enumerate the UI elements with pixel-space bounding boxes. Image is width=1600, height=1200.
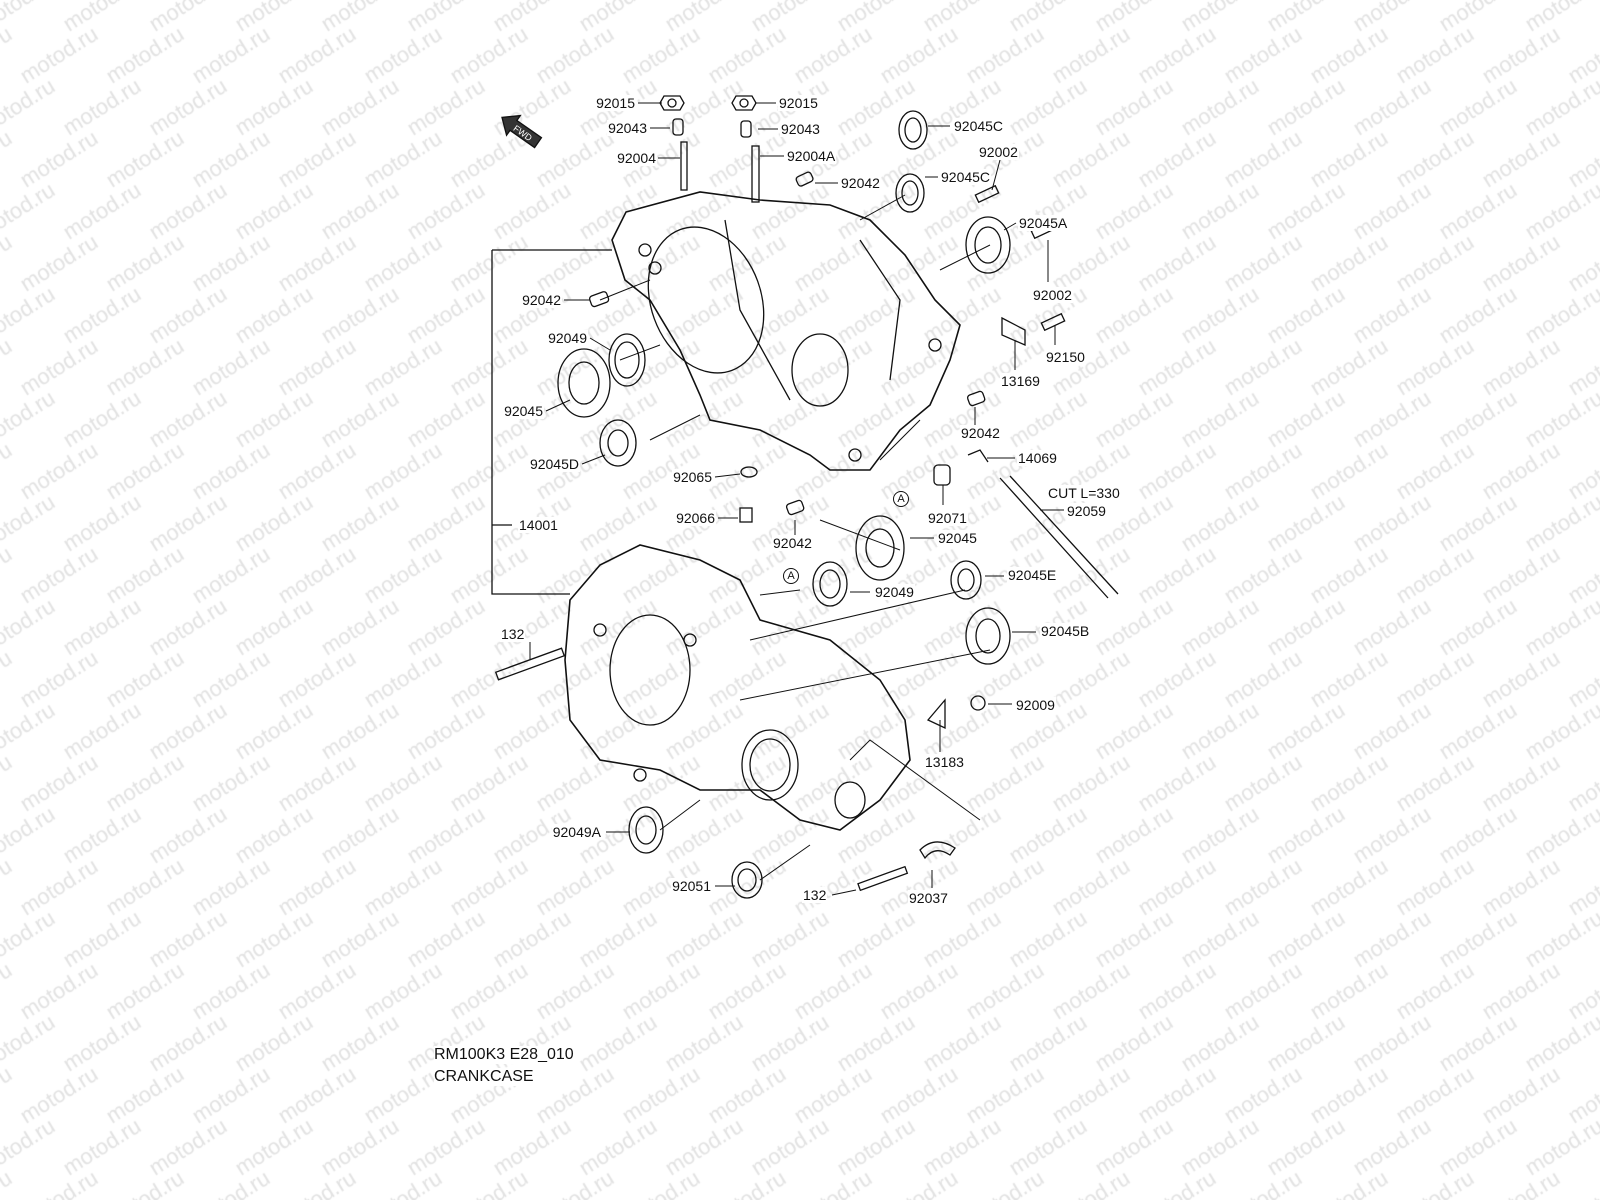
assembly-bracket-14001 <box>491 249 612 595</box>
callout-92042[interactable]: 92042 <box>772 535 813 551</box>
callout-92015[interactable]: 92015 <box>778 95 819 111</box>
bearing-92045B <box>965 607 1011 665</box>
callout-92071[interactable]: 92071 <box>927 510 968 526</box>
bearing-92045-right <box>855 515 905 581</box>
callout-92065[interactable]: 92065 <box>672 469 713 485</box>
oil-seal-92049 <box>608 333 646 387</box>
upper-crankcase-half <box>611 191 961 471</box>
bearing-92045E <box>950 560 982 600</box>
callout-92043[interactable]: 92043 <box>607 120 648 136</box>
diagram-code: RM100K3 E28_010 <box>434 1046 574 1064</box>
callout-13169[interactable]: 13169 <box>1000 373 1041 389</box>
callout-13183[interactable]: 13183 <box>924 754 965 770</box>
callout-132[interactable]: 132 <box>500 626 526 642</box>
callout-92045c[interactable]: 92045C <box>953 118 1005 134</box>
fwd-arrow-icon: FWD <box>501 114 543 149</box>
oil-seal-92051 <box>731 861 763 899</box>
reference-mark-a: A <box>783 568 799 584</box>
callout-92045a[interactable]: 92045A <box>1018 215 1069 231</box>
callout-14069[interactable]: 14069 <box>1017 450 1058 466</box>
callout-14001[interactable]: 14001 <box>518 517 559 533</box>
cut-length-note: CUT L=330 <box>1047 485 1121 501</box>
bearing-92045C <box>895 173 925 213</box>
diagram-title: CRANKCASE <box>434 1068 534 1086</box>
bearing-92045-left <box>557 348 611 418</box>
callout-92049[interactable]: 92049 <box>547 330 588 346</box>
callout-92045[interactable]: 92045 <box>937 530 978 546</box>
bearing-92045C-top <box>898 110 928 150</box>
callout-92042[interactable]: 92042 <box>521 292 562 308</box>
callout-92015[interactable]: 92015 <box>595 95 636 111</box>
bearing-92045D <box>599 419 637 467</box>
callout-92045b[interactable]: 92045B <box>1040 623 1091 639</box>
callout-92045e[interactable]: 92045E <box>1007 567 1058 583</box>
lower-crankcase-half <box>564 544 911 831</box>
callout-92049a[interactable]: 92049A <box>551 824 602 840</box>
callout-92150[interactable]: 92150 <box>1045 349 1086 365</box>
callout-92004[interactable]: 92004 <box>616 150 657 166</box>
callout-92051[interactable]: 92051 <box>671 878 712 894</box>
nut-92015-left <box>659 95 685 111</box>
bearing-92045A <box>965 216 1011 274</box>
callout-92002[interactable]: 92002 <box>978 144 1019 160</box>
callout-92049[interactable]: 92049 <box>874 584 915 600</box>
leader-lines <box>529 102 1064 896</box>
reference-mark-a: A <box>893 491 909 507</box>
callout-92045d[interactable]: 92045D <box>528 456 580 472</box>
callout-92042[interactable]: 92042 <box>960 425 1001 441</box>
callout-92066[interactable]: 92066 <box>675 510 716 526</box>
callout-132[interactable]: 132 <box>802 887 828 903</box>
callout-92043[interactable]: 92043 <box>780 121 821 137</box>
oil-seal-92049A <box>628 806 664 854</box>
oil-seal-92049-lower <box>812 561 848 607</box>
callout-92009[interactable]: 92009 <box>1015 697 1056 713</box>
callout-92045c[interactable]: 92045C <box>940 169 992 185</box>
callout-92042[interactable]: 92042 <box>840 175 881 191</box>
callout-92004a[interactable]: 92004A <box>786 148 837 164</box>
callout-92045[interactable]: 92045 <box>503 403 544 419</box>
nut-92015-right <box>731 95 757 111</box>
callout-92059[interactable]: 92059 <box>1066 503 1107 519</box>
callout-92037[interactable]: 92037 <box>908 890 949 906</box>
callout-92002[interactable]: 92002 <box>1032 287 1073 303</box>
